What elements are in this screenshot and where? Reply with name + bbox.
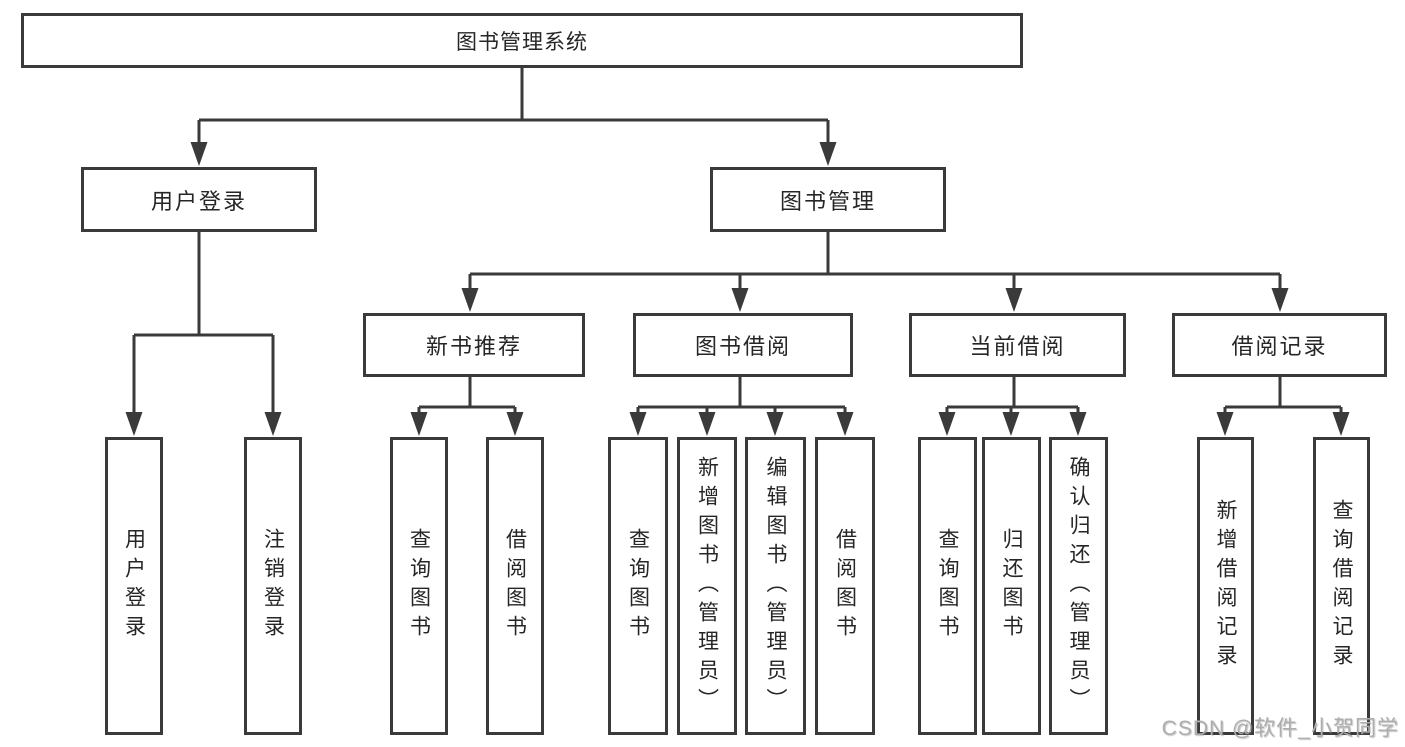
node-query-borrow-record: 查询借阅记录	[1313, 437, 1370, 735]
node-borrow-books-borrowing: 借阅图书	[815, 437, 875, 735]
watermark: CSDN @软件_小贺同学	[1161, 717, 1399, 740]
node-book-borrowing: 图书借阅	[633, 313, 853, 377]
node-query-books-recommend: 查询图书	[390, 437, 448, 735]
node-query-books-borrowing: 查询图书	[608, 437, 668, 735]
node-query-books-current: 查询图书	[918, 437, 977, 735]
node-borrow-books-recommend: 借阅图书	[486, 437, 544, 735]
node-add-borrow-record: 新增借阅记录	[1197, 437, 1254, 735]
node-return-books: 归还图书	[982, 437, 1041, 735]
node-edit-books-admin: 编辑图书（管理员）	[745, 437, 806, 735]
node-user-login: 用户登录	[81, 167, 317, 232]
node-logout-leaf: 注销登录	[244, 437, 302, 735]
node-user-login-leaf: 用户登录	[105, 437, 163, 735]
node-library-management-system: 图书管理系统	[21, 13, 1023, 68]
node-confirm-return-admin: 确认归还（管理员）	[1049, 437, 1108, 735]
node-book-management: 图书管理	[710, 167, 946, 232]
node-current-borrowing: 当前借阅	[909, 313, 1126, 377]
node-add-books-admin: 新增图书（管理员）	[677, 437, 737, 735]
node-borrowing-records: 借阅记录	[1172, 313, 1387, 377]
node-new-book-recommendation: 新书推荐	[363, 313, 585, 377]
